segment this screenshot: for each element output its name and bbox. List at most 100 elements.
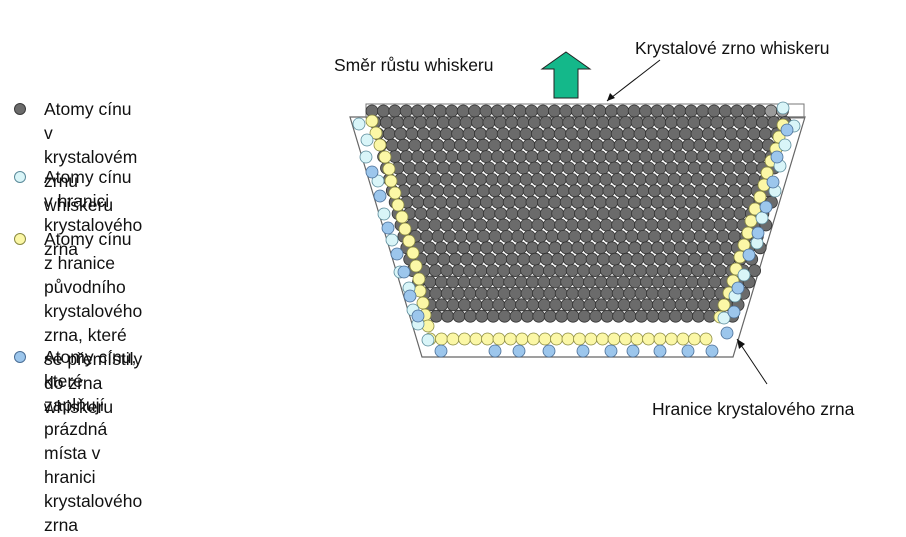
grain-atom — [422, 150, 436, 164]
grain-atom — [585, 116, 598, 129]
growth-direction-arrow-icon — [540, 51, 592, 99]
grain-atom — [739, 184, 753, 198]
grain-atom — [634, 286, 648, 300]
grain-atom — [713, 127, 727, 141]
grain-atom — [551, 161, 564, 175]
grain-atom — [445, 104, 459, 118]
grain-atom — [605, 275, 619, 289]
grain-atom — [710, 161, 724, 175]
grain-atom — [473, 127, 487, 141]
grain-atom — [680, 309, 694, 323]
grain-atom — [625, 138, 638, 152]
moved-atom — [630, 332, 644, 346]
grain-atom — [485, 218, 499, 232]
grain-atom — [471, 116, 484, 129]
grain-atom — [659, 229, 673, 243]
grain-atom — [460, 252, 474, 266]
grain-atom — [531, 172, 544, 186]
grain-atom — [423, 241, 437, 255]
grain-atom — [662, 104, 675, 118]
moved-atom — [584, 332, 598, 346]
grain-atom — [566, 286, 579, 300]
grain-atom — [597, 252, 610, 266]
grain-atom — [685, 195, 698, 209]
grain-atom — [456, 150, 470, 164]
boundary-atom — [776, 101, 790, 115]
grain-atom — [742, 150, 755, 164]
grain-atom — [611, 172, 624, 186]
grain-atom — [394, 127, 408, 141]
grain-atom — [659, 138, 673, 152]
grain-atom — [442, 138, 456, 152]
grain-atom — [488, 138, 502, 152]
grain-atom — [617, 298, 631, 312]
grain-atom — [531, 218, 545, 232]
moved-atom — [561, 332, 575, 346]
grain-atom — [516, 161, 530, 175]
grain-atom — [686, 298, 699, 312]
grain-atom — [440, 264, 454, 278]
grain-atom — [691, 218, 704, 232]
grain-atom — [656, 172, 670, 186]
moved-atom — [384, 174, 398, 188]
grain-atom — [519, 127, 533, 141]
moved-atom — [527, 332, 540, 346]
grain-atom — [519, 172, 533, 186]
grain-atom — [662, 195, 676, 209]
grain-atom — [543, 264, 556, 278]
grain-atom — [534, 184, 547, 198]
vacancy-atom — [373, 189, 387, 203]
grain-atom — [679, 264, 693, 278]
grain-atom — [636, 138, 650, 152]
grain-atom — [515, 298, 528, 312]
grain-atom — [588, 218, 602, 232]
moved-atom — [760, 166, 774, 180]
grain-atom — [645, 172, 658, 186]
boundary-atom — [778, 138, 792, 152]
grain-atom — [477, 229, 491, 243]
grain-atom — [451, 218, 465, 232]
moved-atom — [369, 126, 383, 140]
grain-atom — [721, 116, 735, 129]
grain-atom — [474, 264, 488, 278]
grain-atom — [462, 127, 476, 141]
grain-atom — [682, 229, 696, 243]
grain-atom — [639, 195, 653, 209]
boundary-atom — [360, 133, 374, 147]
grain-atom — [520, 286, 534, 300]
grain-atom — [486, 309, 500, 323]
grain-atom — [548, 275, 562, 289]
grain-atom — [429, 309, 443, 323]
grain-atom — [539, 207, 553, 221]
grain-atom — [696, 150, 710, 164]
grain-atom — [619, 161, 633, 175]
grain-atom — [448, 116, 462, 129]
moved-atom — [446, 332, 460, 346]
grain-atom — [633, 127, 647, 141]
grain-atom — [573, 161, 587, 175]
grain-atom — [707, 150, 721, 164]
grain-atom — [651, 298, 665, 312]
grain-atom — [440, 218, 454, 232]
grain-atom — [682, 184, 696, 198]
grain-atom — [468, 241, 482, 255]
vacancy-atom — [770, 150, 784, 164]
grain-atom — [594, 241, 607, 255]
moved-atom — [382, 162, 396, 176]
grain-atom — [536, 150, 550, 164]
growth-direction-label: Směr růstu whiskeru — [334, 55, 494, 75]
grain-atom — [520, 264, 533, 278]
grain-atom — [445, 241, 459, 255]
boundary-atom — [377, 207, 391, 221]
grain-atom — [693, 184, 707, 198]
grain-atom — [606, 298, 620, 312]
boundary-atom — [359, 150, 373, 164]
grain-atom — [705, 184, 718, 198]
grain-atom — [416, 127, 430, 141]
grain-atom — [469, 275, 482, 289]
grain-atom — [516, 116, 530, 129]
grain-atom — [474, 218, 488, 232]
grain-atom — [725, 218, 738, 232]
grain-atom — [596, 116, 610, 129]
grain-atom — [562, 207, 576, 221]
